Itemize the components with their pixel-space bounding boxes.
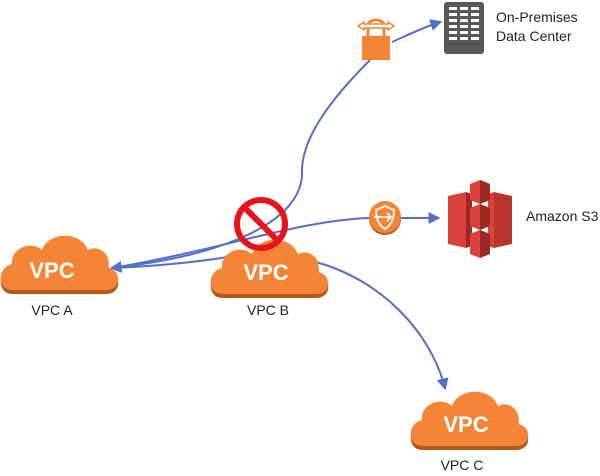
- on-premises-label-line1: On-Premises: [496, 9, 578, 25]
- vpc-c-label: VPC C: [441, 457, 484, 473]
- shield-arrow-icon: [369, 201, 401, 235]
- vpc-c-cloud-text: VPC: [443, 412, 488, 437]
- server-icon[interactable]: [444, 2, 484, 54]
- vpc-a-label: VPC A: [31, 302, 73, 318]
- s3-bucket-icon[interactable]: [448, 180, 512, 258]
- edge-endpoint-to-vpc-a: [111, 217, 371, 269]
- vpc-b-node[interactable]: VPC: [210, 239, 329, 298]
- edge-lock-to-onprem: [391, 19, 443, 43]
- s3-label: Amazon S3: [526, 208, 599, 224]
- lock-icon: [356, 18, 396, 60]
- vpc-a-cloud-text: VPC: [29, 258, 74, 283]
- vpc-b-label: VPC B: [247, 302, 289, 318]
- edge-vpc-b-to-vpc-c: [315, 261, 449, 391]
- prohibited-icon: [234, 197, 288, 251]
- vpc-c-node[interactable]: VPC: [410, 391, 529, 450]
- on-premises-label-line2: Data Center: [496, 28, 572, 44]
- vpc-b-cloud-text: VPC: [243, 260, 288, 285]
- vpc-a-node[interactable]: VPC: [0, 235, 119, 294]
- edge-onprem-to-vpc-a: [109, 59, 371, 273]
